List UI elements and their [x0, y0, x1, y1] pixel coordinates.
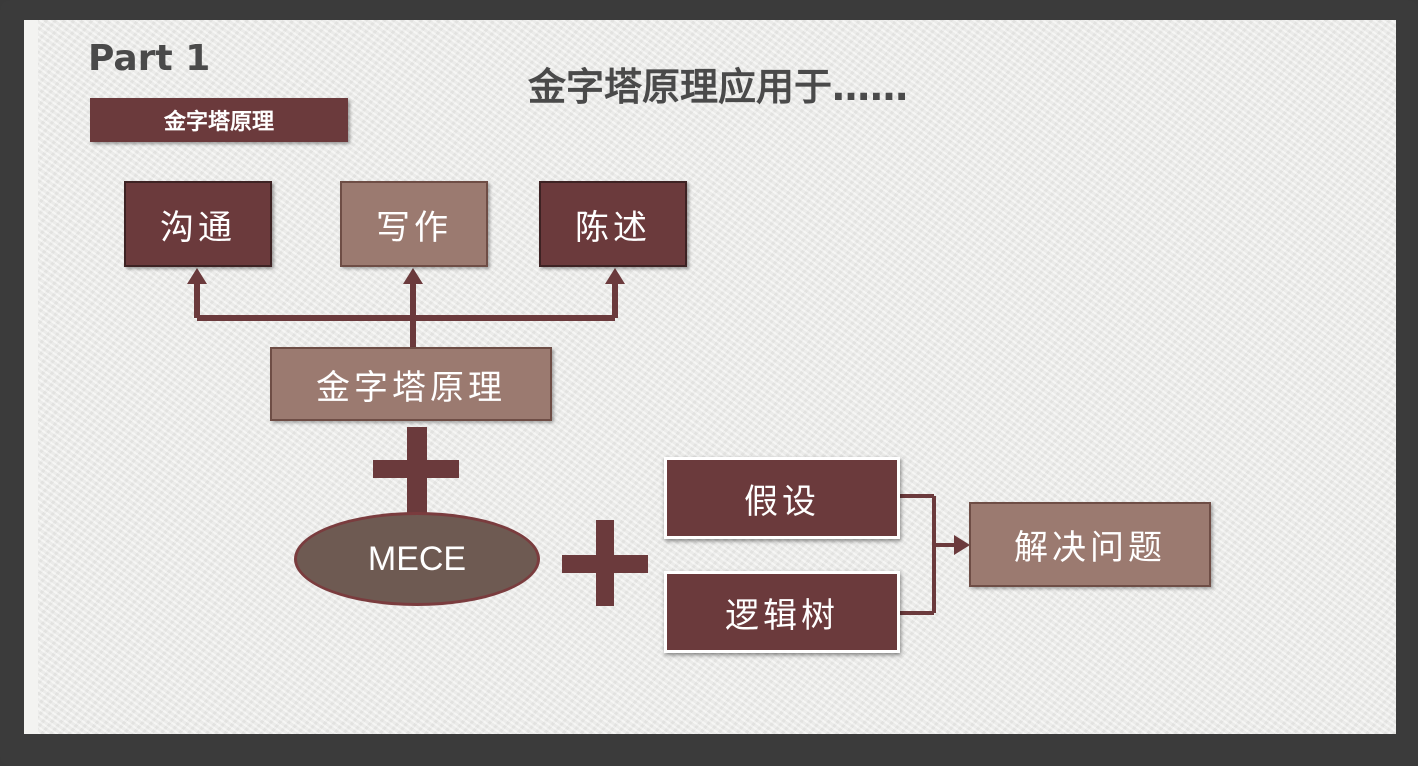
node-presentation: 陈述	[539, 181, 687, 267]
arrowhead-right	[954, 535, 970, 555]
node-writing: 写作	[340, 181, 488, 267]
top-tree-connector	[194, 283, 618, 350]
main-title: 金字塔原理应用于……	[528, 65, 909, 109]
top-tree-arrowheads	[187, 268, 625, 284]
plus-sign-vertical	[373, 427, 459, 527]
node-mece: MECE	[294, 512, 540, 606]
arrowhead-up-2	[403, 268, 423, 284]
node-problem-solving: 解决问题	[969, 502, 1211, 587]
node-communication: 沟通	[124, 181, 272, 267]
part-label: Part 1	[88, 38, 211, 79]
node-logic-tree: 逻辑树	[664, 571, 900, 653]
node-hypothesis: 假设	[664, 457, 900, 539]
arrowhead-up-1	[187, 268, 207, 284]
plus-sign-horizontal	[562, 520, 648, 606]
merge-connector	[900, 494, 955, 615]
node-pyramid-principle: 金字塔原理	[270, 347, 552, 421]
arrowhead-up-3	[605, 268, 625, 284]
part-tag: 金字塔原理	[90, 98, 348, 142]
